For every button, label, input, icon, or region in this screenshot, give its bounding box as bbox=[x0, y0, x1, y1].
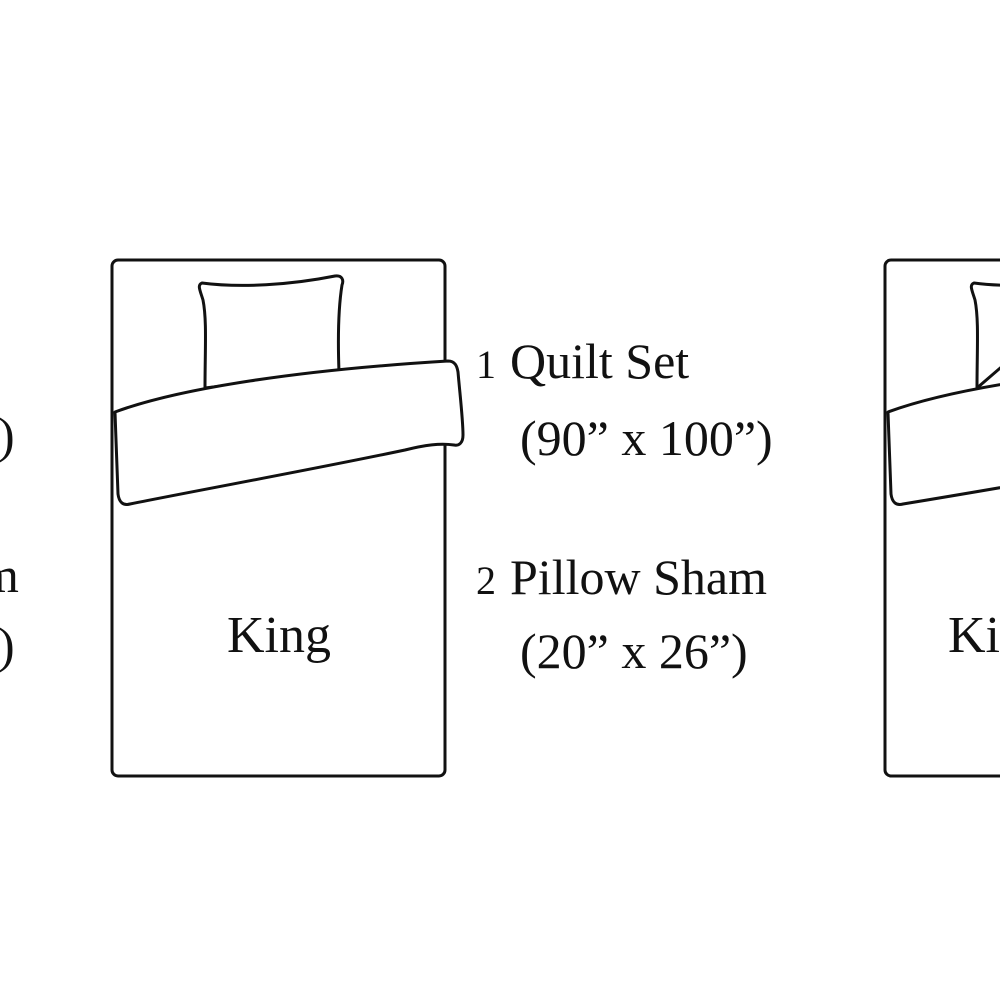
left-paren-top: ) bbox=[0, 407, 15, 463]
left-partial-panel: ) m ) bbox=[0, 407, 19, 673]
spec-quilt-qty: 1 bbox=[476, 342, 496, 387]
right-quilt-icon bbox=[886, 383, 1000, 506]
spec-pillow-sham: 2 Pillow Sham (20” x 26”) bbox=[476, 549, 767, 679]
set-contents-list: 1 Quilt Set (90” x 100”) 2 Pillow Sham (20… bbox=[476, 333, 773, 679]
spec-sham-qty: 2 bbox=[476, 558, 496, 603]
left-paren-bottom: ) bbox=[0, 617, 15, 673]
left-partial-text: m bbox=[0, 547, 19, 603]
pillow-icon bbox=[197, 274, 345, 390]
spec-quilt-dimensions: (90” x 100”) bbox=[520, 410, 773, 466]
spec-quilt-set: 1 Quilt Set (90” x 100”) bbox=[476, 333, 773, 466]
king-bed-illustration: King bbox=[110, 258, 465, 778]
spec-sham-dimensions: (20” x 26”) bbox=[520, 623, 748, 679]
right-partial-bed: King bbox=[883, 258, 1000, 778]
spec-quilt-line: 1 Quilt Set bbox=[476, 333, 689, 389]
bed-size-label: King bbox=[227, 607, 331, 664]
right-pillow-icon bbox=[969, 281, 1000, 390]
quilt-icon bbox=[113, 359, 465, 506]
spec-sham-line: 2 Pillow Sham bbox=[476, 549, 767, 605]
spec-sham-item: Pillow Sham bbox=[510, 549, 767, 605]
right-bed-size-label: King bbox=[948, 607, 1000, 664]
spec-quilt-item: Quilt Set bbox=[510, 333, 689, 389]
